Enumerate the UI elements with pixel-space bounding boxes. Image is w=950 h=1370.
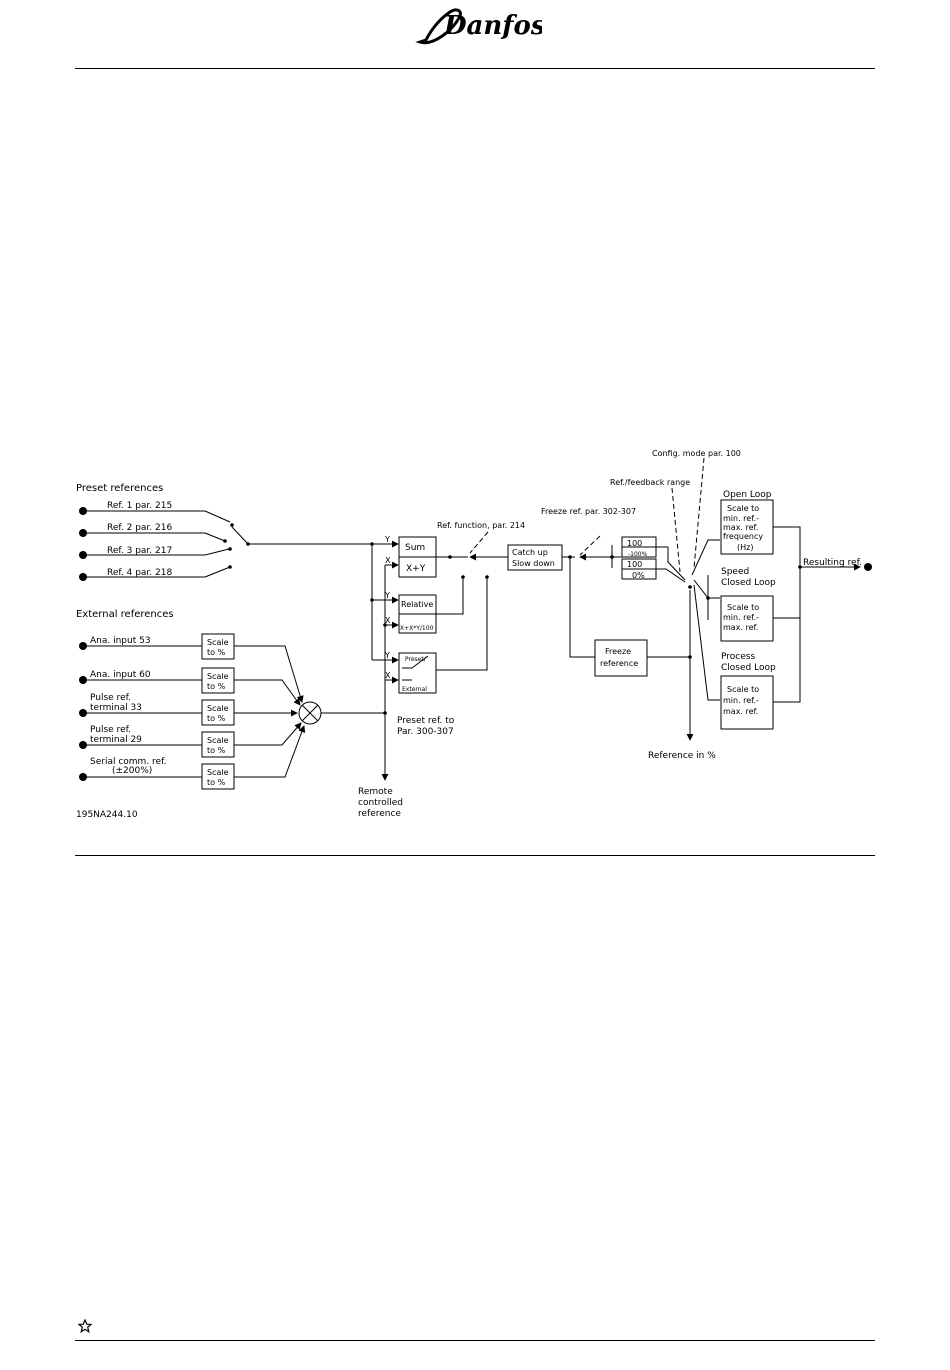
open-loop-box-2: min. ref.-	[723, 514, 759, 523]
scale-box-3-b: to %	[207, 714, 226, 723]
preset-ref-1: Ref. 1 par. 215	[107, 501, 172, 511]
preset-x-label: X	[385, 671, 391, 680]
speed-box-1: Scale to	[727, 603, 759, 612]
speed-box-2: min. ref.-	[723, 613, 759, 622]
preset-title: Preset references	[76, 483, 163, 494]
limit-upper-b: -100%	[628, 551, 648, 558]
speed-closed-title-a: Speed	[721, 567, 749, 577]
relative-block-bottom: X+X*Y/100	[400, 625, 434, 632]
external-title: External references	[76, 609, 174, 620]
scale-box-5-a: Scale	[207, 768, 229, 777]
process-closed-title-b: Closed Loop	[721, 663, 776, 673]
ext-serial-b: (±200%)	[112, 766, 152, 776]
preset-ref-to-b: Par. 300-307	[397, 727, 454, 737]
preset-ref-to-a: Preset ref. to	[397, 716, 455, 726]
ext-input-60: Ana. input 60	[90, 670, 151, 680]
figure-id: 195NA244.10	[76, 810, 138, 820]
scale-box-1-a: Scale	[207, 638, 229, 647]
ext-serial-a: Serial comm. ref.	[90, 757, 166, 767]
scale-box-4-b: to %	[207, 746, 226, 755]
scale-box-1-b: to %	[207, 648, 226, 657]
figure-bottom-rule	[75, 855, 875, 856]
sum-x-label: X	[385, 556, 391, 565]
preset-block-top: Preset/	[405, 656, 427, 663]
limit-upper-a: 100	[627, 539, 642, 548]
sum-y-label: Y	[384, 535, 390, 544]
relative-block-top: Relative	[401, 600, 433, 609]
open-loop-box-5: (Hz)	[737, 543, 753, 552]
preset-y-label: Y	[384, 651, 390, 660]
freeze-reference-b: reference	[600, 659, 638, 668]
brand-name: Danfoss	[443, 11, 542, 41]
resulting-ref-label: Resulting ref.	[803, 558, 862, 568]
preset-ref-3: Ref. 3 par. 217	[107, 546, 172, 556]
preset-block-bottom: External	[402, 686, 427, 693]
header-rule	[75, 68, 875, 69]
sum-block-bottom: X+Y	[406, 564, 426, 574]
ext-pulse-29-a: Pulse ref.	[90, 725, 131, 735]
ext-pulse-33-b: terminal 33	[90, 703, 142, 713]
speed-closed-title-b: Closed Loop	[721, 578, 776, 588]
process-box-2: min. ref.-	[723, 696, 759, 705]
freeze-ref-par-label: Freeze ref. par. 302-307	[541, 507, 636, 516]
feedback-range-label: Ref./feedback range	[610, 478, 690, 487]
scale-box-labels: Scale to % Scale to % Scale to % Scale t…	[207, 638, 229, 787]
open-loop-box-3: max. ref.	[723, 523, 758, 532]
open-loop-box-4: frequency	[723, 532, 763, 541]
process-box-1: Scale to	[727, 685, 759, 694]
limit-lower-b: 0%	[632, 571, 645, 580]
ref-function-label: Ref. function, par. 214	[437, 521, 525, 530]
relative-y-label: Y	[384, 591, 390, 600]
process-closed-title-a: Process	[721, 652, 755, 662]
slow-down-text: Slow down	[512, 559, 555, 568]
process-box-3: max. ref.	[723, 707, 758, 716]
footer-rule	[75, 1340, 875, 1341]
remote-ref-a: Remote	[358, 787, 393, 797]
relative-x-label: X	[385, 616, 391, 625]
scale-box-5-b: to %	[207, 778, 226, 787]
scale-box-2-a: Scale	[207, 672, 229, 681]
preset-ref-2: Ref. 2 par. 216	[107, 523, 172, 533]
ext-pulse-33-a: Pulse ref.	[90, 693, 131, 703]
reference-pct-label: Reference in %	[648, 751, 716, 761]
open-loop-box-1: Scale to	[727, 504, 759, 513]
limit-lower-a: 100	[627, 560, 642, 569]
remote-ref-b: controlled	[358, 798, 403, 808]
danfoss-logo: Danfoss	[415, 8, 542, 45]
open-loop-title: Open Loop	[723, 490, 772, 500]
remote-ref-c: reference	[358, 809, 401, 819]
config-mode-label: Config. mode par. 100	[652, 449, 741, 458]
ext-pulse-29-b: terminal 29	[90, 735, 142, 745]
preset-ref-4: Ref. 4 par. 218	[107, 568, 172, 578]
speed-box-3: max. ref.	[723, 623, 758, 632]
scale-box-2-b: to %	[207, 682, 226, 691]
ext-input-53: Ana. input 53	[90, 636, 151, 646]
freeze-reference-a: Freeze	[605, 647, 631, 656]
scale-box-4-a: Scale	[207, 736, 229, 745]
catch-up-label: Catch up	[512, 548, 548, 557]
star-footnote-icon	[78, 1319, 92, 1333]
sum-block-top: Sum	[405, 543, 425, 553]
scale-box-3-a: Scale	[207, 704, 229, 713]
